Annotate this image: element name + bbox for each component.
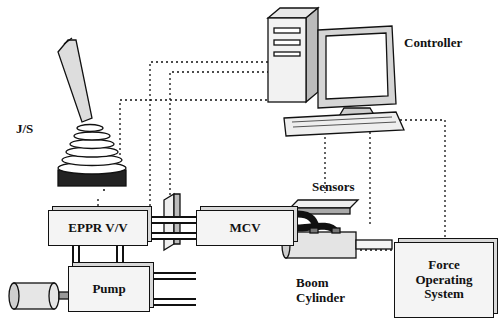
hydraulic-line (76, 246, 120, 266)
box-label: Pump (92, 282, 125, 297)
motor (9, 283, 69, 309)
valve-box: EPPR V/V (48, 210, 148, 246)
pipe-bore (148, 218, 196, 222)
pipe (72, 246, 80, 266)
hydraulic-line (150, 276, 196, 302)
part-label: Boom Cylinder (296, 276, 356, 306)
pipe-bore (150, 300, 196, 304)
boom-cylinder (282, 228, 392, 258)
pipe (148, 216, 196, 224)
box-label: MCV (229, 221, 260, 236)
pipe (150, 298, 196, 306)
box-label: EPPR V/V (68, 221, 127, 236)
pipe-bore (148, 234, 196, 238)
joystick-illustration (58, 38, 126, 186)
part-label: J/S (16, 122, 33, 137)
hydraulic-hoses (298, 214, 336, 232)
pipe (148, 232, 196, 240)
part-label: Controller (404, 36, 462, 51)
pipe-bore (118, 246, 122, 266)
pump-box: Pump (68, 266, 150, 312)
system-box: Force Operating System (394, 242, 494, 318)
controller-computer (268, 8, 404, 136)
part-label: Sensors (312, 180, 355, 195)
pipe (150, 272, 196, 280)
pipe-bore (74, 246, 78, 266)
box-label: Force Operating System (402, 258, 486, 303)
hydraulic-line (148, 220, 196, 236)
pipe-bore (150, 274, 196, 278)
pipe (116, 246, 124, 266)
valve-box: MCV (196, 210, 294, 246)
